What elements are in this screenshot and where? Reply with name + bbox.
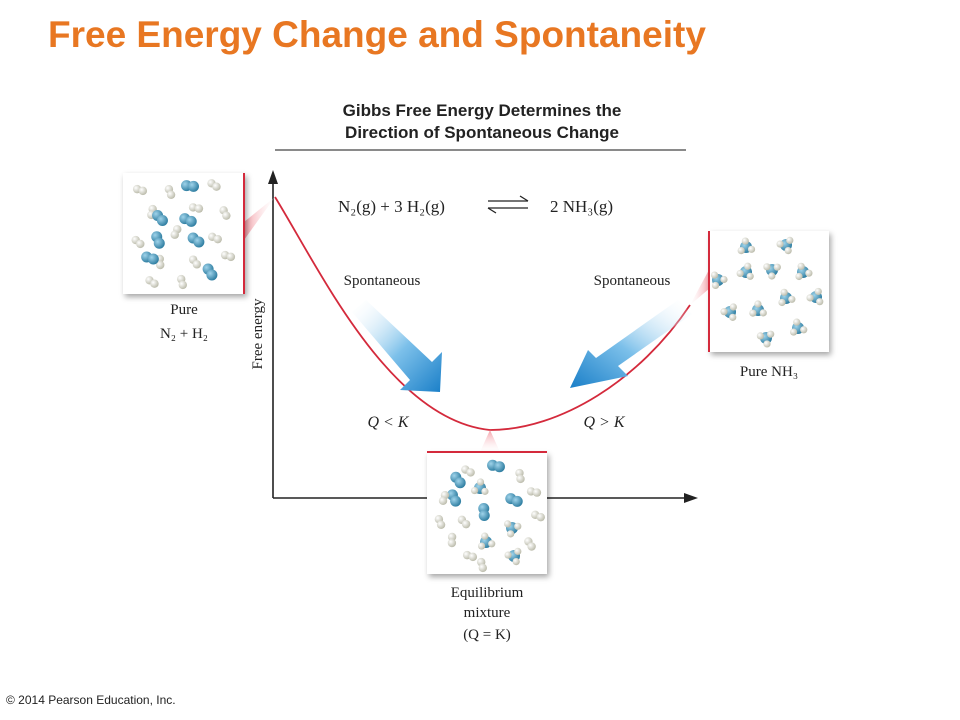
n2-molecule-icon bbox=[505, 493, 523, 507]
n2-molecule-icon bbox=[181, 180, 199, 192]
bottom-box-caption-line3: (Q = K) bbox=[463, 627, 511, 643]
h2-molecule-icon bbox=[188, 203, 204, 213]
x-axis-arrowhead bbox=[684, 493, 698, 503]
h2-molecule-icon bbox=[176, 274, 188, 290]
n2-molecule-icon bbox=[187, 232, 205, 248]
q-greater-k-label: Q > K bbox=[583, 414, 625, 431]
n2-molecule-icon bbox=[151, 231, 165, 249]
nh3-molecule-icon bbox=[470, 478, 489, 495]
h2-molecule-icon bbox=[208, 232, 222, 244]
n2-molecule-icon bbox=[141, 251, 159, 265]
product-molecules bbox=[710, 236, 824, 348]
right-box-caption: Pure NH₃ bbox=[740, 364, 798, 380]
y-axis-label: Free energy bbox=[250, 298, 266, 369]
nh3-molecule-icon bbox=[504, 520, 522, 538]
right-spontaneous-arrow-icon bbox=[570, 300, 692, 388]
h2-molecule-icon bbox=[220, 250, 236, 262]
h2-molecule-icon bbox=[438, 490, 450, 506]
n2-molecule-icon bbox=[450, 471, 466, 489]
nh3-molecule-icon bbox=[477, 532, 496, 550]
left-spontaneous-label: Spontaneous bbox=[344, 273, 421, 289]
nh3-molecule-icon bbox=[789, 318, 808, 336]
nh3-molecule-icon bbox=[720, 303, 737, 321]
pure-product-box bbox=[708, 231, 829, 352]
q-less-k-label: Q < K bbox=[367, 414, 409, 431]
free-energy-curve bbox=[274, 196, 691, 431]
left-box-pointer bbox=[244, 197, 275, 240]
h2-molecule-icon bbox=[164, 185, 176, 199]
n2-molecule-icon bbox=[202, 263, 218, 281]
h2-molecule-icon bbox=[132, 184, 148, 196]
h2-molecule-icon bbox=[462, 550, 478, 562]
nh3-molecule-icon bbox=[749, 300, 767, 317]
n2-molecule-icon bbox=[446, 489, 462, 507]
y-axis-arrowhead bbox=[268, 170, 278, 184]
right-box-pointer bbox=[690, 268, 710, 305]
n2-molecule-icon bbox=[152, 209, 168, 227]
bottom-box-caption-line2: mixture bbox=[464, 605, 511, 621]
nh3-molecule-icon bbox=[736, 262, 754, 280]
h2-molecule-icon bbox=[515, 468, 525, 484]
slide-title: Free Energy Change and Spontaneity bbox=[48, 14, 706, 55]
right-spontaneous-label: Spontaneous bbox=[594, 273, 671, 289]
nh3-molecule-icon bbox=[763, 263, 781, 280]
n2-molecule-icon bbox=[478, 503, 490, 521]
copyright-notice: © 2014 Pearson Education, Inc. bbox=[6, 693, 176, 707]
bottom-box-caption-line1: Equilibrium bbox=[451, 585, 524, 601]
pure-reactants-box bbox=[123, 173, 245, 294]
nh3-molecule-icon bbox=[504, 547, 522, 566]
h2-molecule-icon bbox=[434, 515, 446, 529]
nh3-molecule-icon bbox=[795, 262, 813, 281]
h2-molecule-icon bbox=[145, 276, 159, 288]
nh3-molecule-icon bbox=[737, 237, 756, 255]
h2-molecule-icon bbox=[526, 487, 542, 497]
reactant-molecules bbox=[131, 179, 236, 290]
h2-molecule-icon bbox=[476, 557, 488, 573]
h2-molecule-icon bbox=[531, 510, 545, 522]
nh3-molecule-icon bbox=[756, 330, 775, 348]
left-spontaneous-arrow-icon bbox=[352, 300, 442, 392]
h2-molecule-icon bbox=[461, 465, 475, 477]
bottom-box-pointer bbox=[480, 430, 500, 452]
mixture-molecules bbox=[434, 459, 545, 573]
left-box-caption-line1: Pure bbox=[170, 302, 198, 318]
equilibrium-mixture-box bbox=[427, 451, 547, 574]
nh3-molecule-icon bbox=[710, 271, 728, 290]
h2-molecule-icon bbox=[524, 537, 536, 551]
diagram-heading-line2: Direction of Spontaneous Change bbox=[345, 123, 619, 142]
diagram-heading-line1: Gibbs Free Energy Determines the bbox=[343, 101, 622, 120]
n2-molecule-icon bbox=[487, 459, 505, 473]
h2-molecule-icon bbox=[131, 235, 145, 249]
equation-products: 2 NH₃(g) bbox=[550, 197, 613, 216]
h2-molecule-icon bbox=[188, 255, 202, 269]
equilibrium-arrows-icon bbox=[487, 195, 529, 214]
h2-molecule-icon bbox=[457, 515, 471, 529]
h2-molecule-icon bbox=[207, 179, 221, 191]
nh3-molecule-icon bbox=[778, 288, 796, 307]
nh3-molecule-icon bbox=[806, 287, 824, 306]
nh3-molecule-icon bbox=[776, 236, 794, 255]
h2-molecule-icon bbox=[219, 206, 231, 220]
equation-reactants: N₂(g) + 3 H₂(g) bbox=[338, 197, 445, 216]
h2-molecule-icon bbox=[170, 225, 182, 239]
n2-molecule-icon bbox=[179, 213, 197, 227]
h2-molecule-icon bbox=[447, 532, 457, 548]
left-box-caption-line2: N₂ + H₂ bbox=[160, 326, 208, 342]
